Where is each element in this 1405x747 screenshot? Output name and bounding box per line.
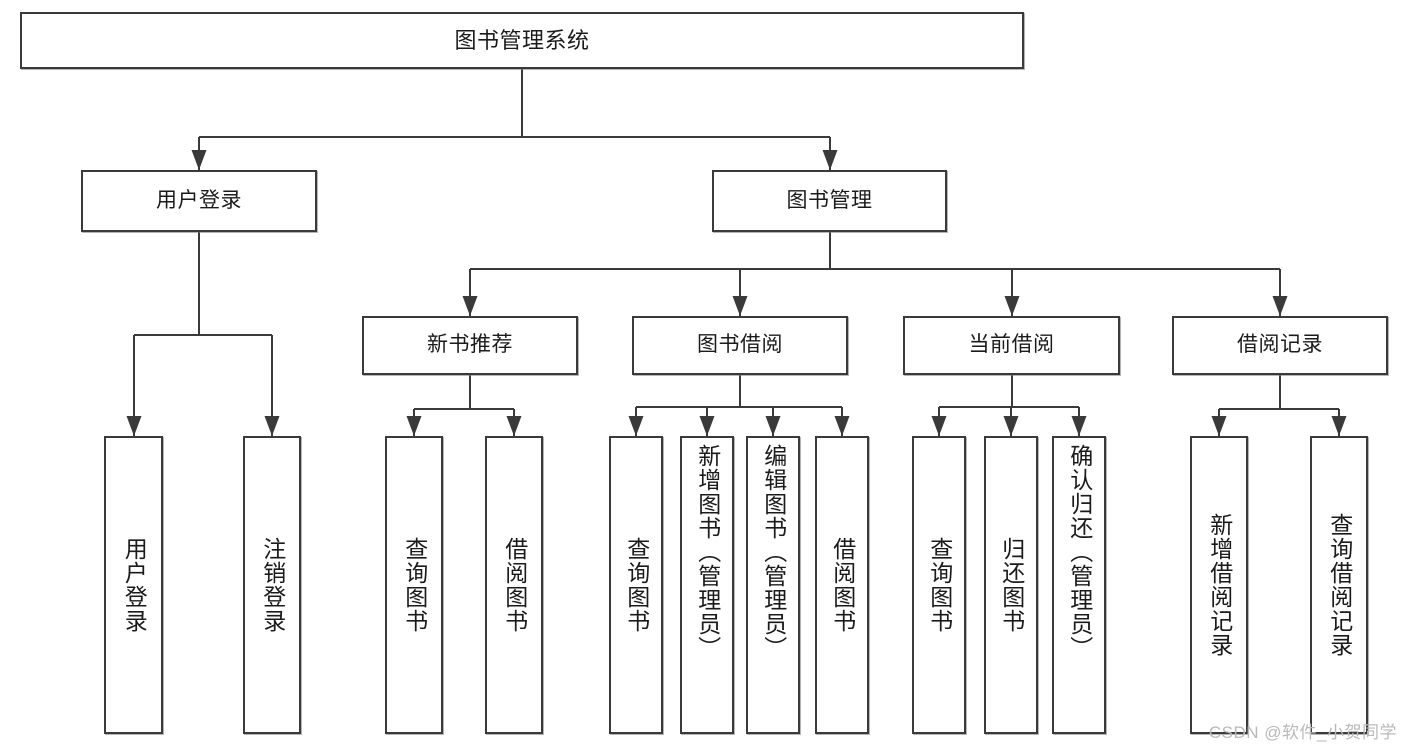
node-b-add[interactable]: 新增图书（管理员） — [680, 436, 734, 734]
edge-arrowhead — [506, 416, 522, 436]
node-label: 当前借阅 — [968, 333, 1055, 357]
node-l-logout[interactable]: 注销登录 — [243, 436, 301, 734]
edge-arrowhead — [1003, 416, 1019, 436]
node-label: 注销登录 — [259, 537, 286, 633]
edge-arrowhead — [462, 296, 478, 316]
node-label: 查询图书 — [401, 537, 428, 633]
edge-arrowhead — [628, 416, 644, 436]
edge-arrowhead — [1211, 416, 1227, 436]
node-c-confirm[interactable]: 确认归还（管理员） — [1052, 436, 1106, 734]
node-label: 图书管理系统 — [454, 27, 590, 53]
edge-arrowhead — [765, 416, 781, 436]
edge-arrowhead — [1004, 296, 1020, 316]
node-label: 查询图书 — [623, 537, 650, 633]
node-label: 新增借阅记录 — [1206, 513, 1233, 657]
edge-arrowhead — [406, 416, 422, 436]
node-b-edit[interactable]: 编辑图书（管理员） — [746, 436, 800, 734]
node-borrow[interactable]: 图书借阅 — [632, 316, 848, 375]
edge-arrowhead — [264, 416, 280, 436]
node-label: 查询借阅记录 — [1326, 513, 1353, 657]
edge-arrowhead — [732, 296, 748, 316]
node-label: 归还图书 — [998, 537, 1025, 633]
node-label: 图书借阅 — [697, 333, 783, 357]
node-label: 确认归还（管理员） — [1066, 444, 1093, 660]
node-newbook[interactable]: 新书推荐 — [362, 316, 578, 375]
node-record[interactable]: 借阅记录 — [1172, 316, 1388, 375]
node-label: 查询图书 — [926, 537, 953, 633]
edge-arrowhead — [126, 416, 142, 436]
node-r-add[interactable]: 新增借阅记录 — [1190, 436, 1248, 734]
node-label: 图书管理 — [786, 188, 873, 212]
node-r-query[interactable]: 查询借阅记录 — [1310, 436, 1368, 734]
edge-arrowhead — [1071, 416, 1087, 436]
edge-arrowhead — [834, 416, 850, 436]
edge-arrowhead — [931, 416, 947, 436]
node-bookmgmt[interactable]: 图书管理 — [712, 170, 947, 232]
node-label: 借阅图书 — [501, 537, 528, 633]
node-root[interactable]: 图书管理系统 — [20, 12, 1024, 69]
node-label: 编辑图书（管理员） — [760, 444, 787, 660]
node-n-borrow[interactable]: 借阅图书 — [485, 436, 543, 734]
edge-arrowhead — [1331, 416, 1347, 436]
node-c-query[interactable]: 查询图书 — [912, 436, 966, 734]
node-label: 新增图书（管理员） — [694, 444, 721, 660]
edge-arrowhead — [699, 416, 715, 436]
node-l-login[interactable]: 用户登录 — [104, 436, 163, 734]
node-label: 新书推荐 — [427, 333, 513, 357]
node-current[interactable]: 当前借阅 — [903, 316, 1120, 375]
node-label: 用户登录 — [156, 188, 242, 212]
node-login[interactable]: 用户登录 — [81, 170, 317, 232]
node-label: 借阅记录 — [1237, 333, 1323, 357]
node-label: 用户登录 — [121, 537, 148, 633]
node-label: 借阅图书 — [829, 537, 856, 633]
edge-arrowhead — [822, 150, 838, 170]
watermark: CSDN @软件_小贺同学 — [1208, 723, 1397, 742]
node-b-query[interactable]: 查询图书 — [609, 436, 663, 734]
edge-arrowhead — [1272, 296, 1288, 316]
node-c-return[interactable]: 归还图书 — [984, 436, 1038, 734]
edge-arrowhead — [191, 150, 207, 170]
node-n-query[interactable]: 查询图书 — [385, 436, 443, 734]
node-b-lend[interactable]: 借阅图书 — [815, 436, 869, 734]
